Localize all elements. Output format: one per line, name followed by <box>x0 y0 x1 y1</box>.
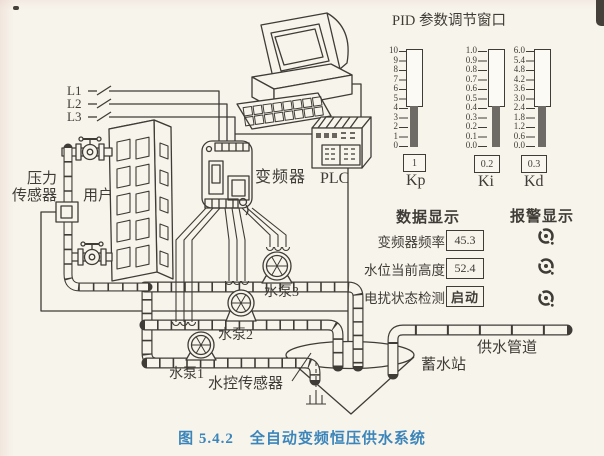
data-row-frequency: 变频器频率 45.3 <box>360 230 484 251</box>
valve-icon <box>75 136 105 161</box>
label-pump2: 水泵2 <box>218 328 253 343</box>
ki-tick-marks <box>478 51 487 148</box>
label-l1: L1 <box>67 83 82 98</box>
alarm-lamp-icon <box>538 290 554 307</box>
status-value-box: 启动 <box>446 286 484 307</box>
label-inverter: 变频器 <box>255 169 307 186</box>
ki-value-box: 0.2 <box>474 155 500 173</box>
monitor-back-icon <box>326 12 349 70</box>
pressure-sensor-icon <box>55 201 79 223</box>
label-pump1: 水泵1 <box>169 367 204 382</box>
kd-slider-track <box>534 49 551 107</box>
user-building-icon <box>108 119 174 282</box>
water-level-sensor-icon <box>291 352 326 405</box>
scan-edge-mark <box>596 0 604 26</box>
pipes <box>63 143 573 386</box>
label-water-sensor: 水控传感器 <box>208 376 284 392</box>
data-row-status: 电扰状态检测 启动 <box>360 286 484 307</box>
inverter-device-icon <box>201 140 253 216</box>
frequency-value-box: 45.3 <box>446 230 484 251</box>
building-windows <box>116 136 169 270</box>
kp-tick-labels: 10 9 8 7 6 5 4 3 2 1 0 <box>389 45 398 150</box>
figure-caption: 图 5.4.2 全自动变频恒压供水系统 <box>178 431 426 447</box>
kd-tick-marks <box>526 51 535 148</box>
kp-label: Kp <box>406 172 426 189</box>
label-pump3: 水泵3 <box>264 285 299 300</box>
power-lines <box>88 85 312 142</box>
kd-value-box: 0.3 <box>521 155 547 173</box>
pressure-sensor-wire <box>40 211 348 312</box>
kp-slider-track <box>406 49 423 107</box>
computer-icon <box>236 12 362 130</box>
ki-label: Ki <box>478 173 494 190</box>
label-l3: L3 <box>67 109 82 124</box>
alarm-display-title: 报警显示 <box>510 209 575 225</box>
valve-icon <box>77 241 107 266</box>
kd-tick-labels: 6.0 5.4 4.8 4.2 3.6 3.0 2.4 1.8 1.2 0.6 … <box>513 45 525 150</box>
kp-value-box: 1 <box>403 154 426 172</box>
water-level-value-box: 52.4 <box>446 258 484 279</box>
label-plc: PLC <box>320 170 350 187</box>
label-l2: L2 <box>67 96 82 111</box>
ki-tick-labels: 1.0 0.9 0.8 0.7 0.6 0.5 0.4 0.3 0.2 0.1 … <box>465 45 477 150</box>
kp-tick-marks <box>399 51 408 148</box>
water-level-label: 水位当前高度 <box>364 262 445 278</box>
label-pressure-sensor: 压力 传感器 <box>11 171 57 204</box>
frequency-label: 变频器频率 <box>377 234 446 250</box>
kp-slider-fill <box>410 106 418 147</box>
pump3-icon <box>261 251 293 284</box>
label-storage-station: 蓄水站 <box>421 357 467 373</box>
kd-slider-fill <box>538 106 546 147</box>
status-label: 电扰状态检测 <box>364 290 445 306</box>
pid-window-title: PID 参数调节窗口 <box>392 13 506 29</box>
keyboard-icon <box>236 92 332 130</box>
pump2-icon <box>225 289 257 322</box>
data-display-title: 数据显示 <box>396 210 461 226</box>
kd-label: Kd <box>524 173 544 190</box>
data-row-water-level: 水位当前高度 52.4 <box>360 258 484 279</box>
label-user: 用户 <box>83 188 114 204</box>
ki-slider-fill <box>492 106 500 147</box>
alarm-lamp-icon <box>538 258 554 275</box>
pump1-icon <box>185 331 217 361</box>
plc-device-icon <box>311 116 372 169</box>
alarm-lamp-icon <box>538 228 554 245</box>
computer-plc-cable <box>352 83 362 118</box>
pump-wires <box>171 207 291 327</box>
scan-speck <box>13 6 19 10</box>
label-supply-pipeline: 供水管道 <box>477 340 538 356</box>
